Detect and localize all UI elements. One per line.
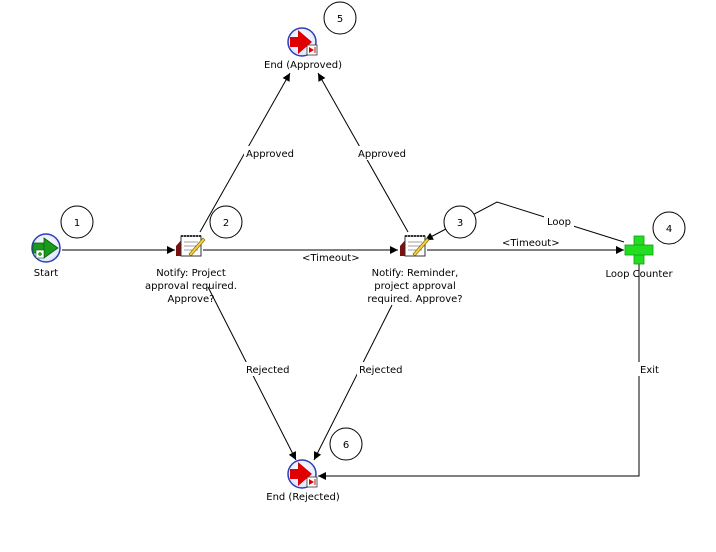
edge-labels: Approved Approved <Timeout> <Timeout> Lo… bbox=[244, 146, 661, 376]
end-arrow-icon bbox=[290, 462, 318, 488]
notify-approval-node[interactable]: Notify: Project approval required. Appro… bbox=[145, 235, 237, 305]
loop-counter-label: Loop Counter bbox=[605, 269, 673, 280]
svg-text:6: 6 bbox=[343, 440, 349, 451]
callout-4: 4 bbox=[652, 211, 686, 245]
edge-label-approved-1: Approved bbox=[246, 149, 294, 160]
edge-rejected-2[interactable] bbox=[313, 304, 393, 461]
end-arrow-icon bbox=[290, 30, 318, 56]
callout-5: 5 bbox=[323, 1, 357, 35]
edge-label-rejected-2: Rejected bbox=[359, 365, 403, 376]
loop-counter-node[interactable]: Loop Counter bbox=[605, 235, 673, 280]
end-approved-node[interactable]: End (Approved) bbox=[264, 27, 342, 71]
edge-label-timeout-2: <Timeout> bbox=[502, 238, 560, 249]
callout-1: 1 bbox=[60, 205, 94, 239]
end-approved-label: End (Approved) bbox=[264, 60, 342, 71]
notepad-icon bbox=[400, 235, 430, 257]
callout-2: 2 bbox=[209, 205, 243, 239]
end-rejected-label: End (Rejected) bbox=[266, 492, 340, 503]
svg-text:5: 5 bbox=[337, 14, 343, 25]
notify-reminder-node[interactable]: Notify: Reminder, project approval requi… bbox=[367, 235, 463, 305]
start-arrow-icon bbox=[32, 237, 59, 259]
svg-text:1: 1 bbox=[74, 218, 80, 229]
svg-text:3: 3 bbox=[457, 218, 463, 229]
svg-text:2: 2 bbox=[223, 218, 229, 229]
start-node[interactable]: Start bbox=[31, 233, 61, 279]
edge-label-exit: Exit bbox=[640, 365, 659, 376]
edge-exit[interactable] bbox=[318, 262, 640, 480]
edge-label-approved-2: Approved bbox=[358, 149, 406, 160]
notify-reminder-label-line-3: required. Approve? bbox=[367, 294, 462, 305]
notify-reminder-label-line-1: Notify: Reminder, bbox=[372, 268, 459, 279]
callout-6: 6 bbox=[329, 427, 363, 461]
notify-approval-label-line-2: approval required. bbox=[145, 281, 237, 292]
edge-label-timeout-1: <Timeout> bbox=[302, 253, 360, 264]
edges bbox=[62, 72, 640, 480]
start-label: Start bbox=[34, 268, 59, 279]
edge-label-rejected-1: Rejected bbox=[246, 365, 290, 376]
svg-text:4: 4 bbox=[666, 224, 672, 235]
edge-label-loop: Loop bbox=[547, 217, 571, 228]
end-rejected-node[interactable]: End (Rejected) bbox=[266, 459, 340, 503]
notify-reminder-label-line-2: project approval bbox=[374, 281, 456, 292]
notify-approval-label-line-1: Notify: Project bbox=[156, 268, 226, 279]
plus-icon bbox=[624, 235, 654, 265]
callout-3: 3 bbox=[443, 205, 477, 239]
notify-approval-label-line-3: Approve? bbox=[168, 294, 215, 305]
callouts: 1 2 3 4 5 6 bbox=[60, 1, 686, 461]
notepad-icon bbox=[176, 235, 206, 257]
